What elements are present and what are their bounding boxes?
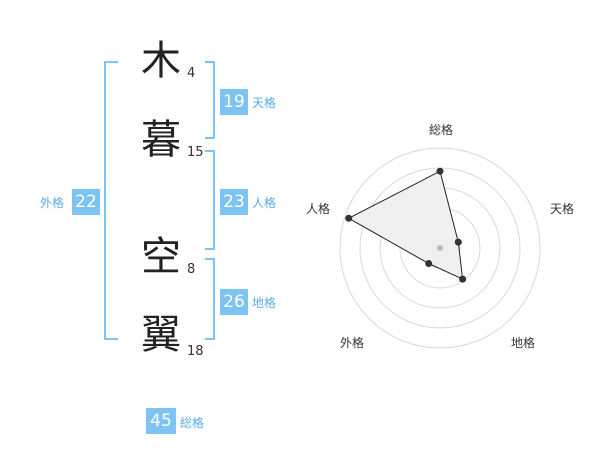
soukaku-label: 総格 [180,416,205,430]
chikaku-value: 26 [220,289,248,315]
name-char-1: 木 [141,38,181,84]
chikaku-label: 地格 [252,296,277,310]
radar-axis-label-chikaku: 地格 [511,335,535,350]
radar-axis-label-gaikaku: 外格 [340,335,364,350]
gaikaku-value: 22 [72,189,100,215]
soukaku-value: 45 [146,408,176,434]
radar-axis-label-tenkaku: 天格 [550,201,574,216]
radar-point-4 [425,260,433,267]
gaikaku-bracket [104,61,118,340]
chikaku-bracket [205,258,215,340]
radar-center-dot [437,245,443,251]
name-char-3: 空 [141,234,181,280]
stroke-count-3: 8 [187,262,196,277]
radar-axis-label-soukaku: 総格 [429,122,453,137]
jinkaku-bracket [205,150,215,250]
stroke-count-1: 4 [187,66,196,81]
radar-point-3 [459,275,467,283]
jinkaku-label: 人格 [252,196,277,210]
radar-axis-label-jinkaku: 人格 [306,201,330,216]
stroke-count-4: 18 [187,344,204,359]
jinkaku-value: 23 [220,189,248,215]
gaikaku-label: 外格 [40,196,65,210]
tenkaku-bracket [205,61,215,139]
tenkaku-value: 19 [220,89,248,115]
radar-point-2 [454,238,462,246]
tenkaku-label: 天格 [252,96,277,110]
radar-polygon [347,170,464,280]
radar-point-5 [345,214,353,222]
radar-point-1 [436,167,444,175]
stroke-count-2: 15 [187,145,204,160]
name-char-4: 翼 [141,312,181,358]
name-char-2: 暮 [141,117,181,163]
radar-ring [339,147,541,349]
